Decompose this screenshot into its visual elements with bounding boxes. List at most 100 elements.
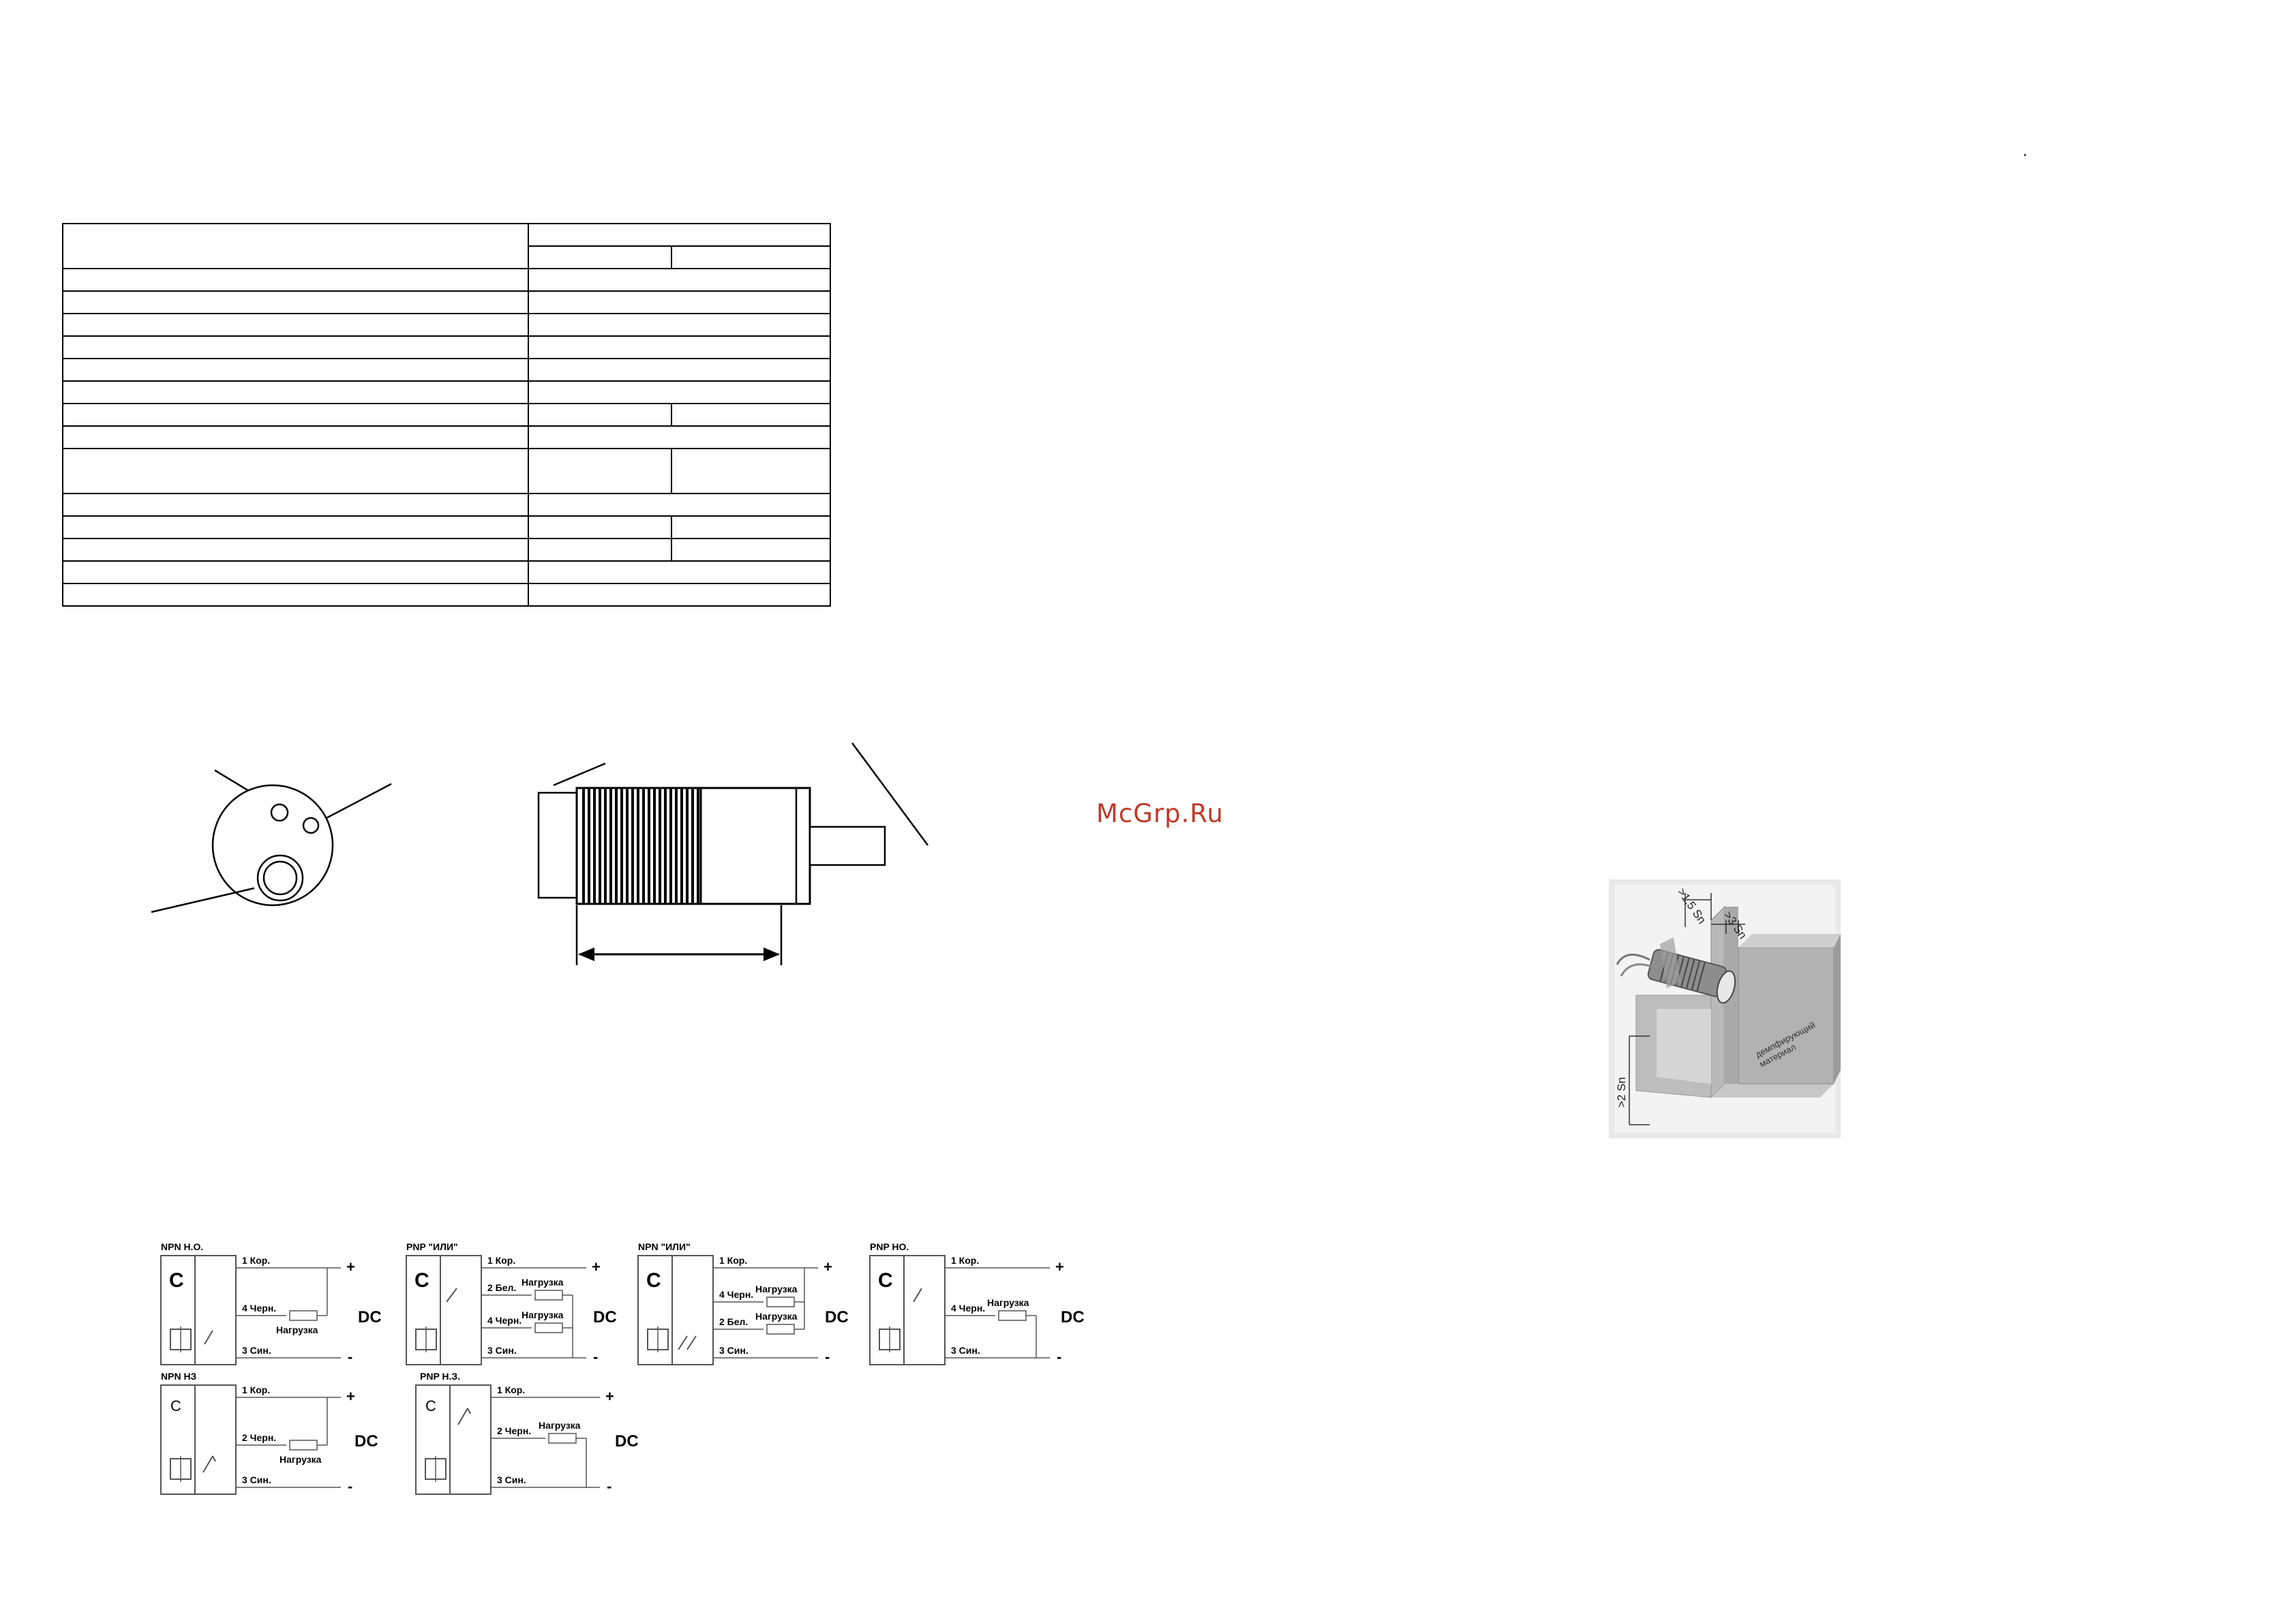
diagram-title: PNP "ИЛИ" bbox=[406, 1241, 458, 1252]
block-letter: C bbox=[169, 1269, 184, 1292]
dim-left: >2 Sn bbox=[1615, 1077, 1628, 1108]
wire-label: 4 Черн. bbox=[242, 1303, 276, 1314]
diagram-npn-or: NPN "ИЛИ" C 1 Кор. 4 Черн. Нагрузка 2 Бе… bbox=[637, 1241, 849, 1365]
wire-label: 1 Кор. bbox=[242, 1255, 270, 1266]
dc-label: DC bbox=[615, 1432, 639, 1451]
table-row bbox=[62, 268, 831, 292]
table-row bbox=[62, 358, 831, 382]
wire-label: 3 Син. bbox=[497, 1474, 526, 1485]
wiring-diagrams: NPN Н.О. C 1 Кор. 4 Черн. Нагрузка 3 Син… bbox=[160, 1241, 1085, 1495]
wire-label: 1 Кор. bbox=[719, 1255, 747, 1266]
sensor-side-view bbox=[537, 742, 929, 965]
diagram-npn-no: NPN Н.О. C 1 Кор. 4 Черн. Нагрузка 3 Син… bbox=[160, 1241, 382, 1365]
plus-sign: + bbox=[1055, 1258, 1064, 1275]
wire-label: 3 Син. bbox=[487, 1345, 517, 1356]
minus-sign: - bbox=[1057, 1348, 1061, 1365]
thread-line bbox=[582, 788, 585, 904]
load-label: Нагрузка bbox=[987, 1297, 1029, 1308]
table-row bbox=[62, 335, 831, 359]
table-cell bbox=[62, 223, 529, 269]
thread-line bbox=[637, 788, 639, 904]
thread-line bbox=[626, 788, 629, 904]
thread-line bbox=[648, 788, 650, 904]
wire-label: 1 Кор. bbox=[951, 1255, 979, 1266]
block-letter: C bbox=[170, 1397, 181, 1414]
table-cell bbox=[528, 245, 672, 269]
thread-line bbox=[659, 788, 661, 904]
wire-label: 3 Син. bbox=[242, 1474, 271, 1485]
table-row bbox=[62, 493, 831, 517]
block-letter: C bbox=[878, 1269, 893, 1292]
thread-line bbox=[697, 788, 699, 904]
thread-line bbox=[620, 788, 623, 904]
table-row bbox=[62, 403, 831, 427]
diagram-npn-nc: NPN НЗ C 1 Кор. 2 Черн. Нагрузка 3 Син. … bbox=[160, 1371, 378, 1495]
plus-sign: + bbox=[592, 1258, 601, 1275]
minus-sign: - bbox=[348, 1478, 352, 1495]
load-label: Нагрузка bbox=[539, 1420, 581, 1431]
table-row bbox=[62, 538, 831, 562]
table-row bbox=[62, 425, 831, 449]
mounting-illustration: >1,5 Sn >3 Sn >2 Sn демпфирующий материа… bbox=[1609, 879, 1841, 1138]
thread-line bbox=[675, 788, 678, 904]
table-row bbox=[62, 290, 831, 314]
load-label: Нагрузка bbox=[522, 1309, 564, 1320]
wire-label: 2 Бел. bbox=[719, 1316, 748, 1327]
wire-label: 3 Син. bbox=[719, 1345, 749, 1356]
thread-line bbox=[686, 788, 689, 904]
plus-sign: + bbox=[346, 1258, 355, 1275]
table-row bbox=[62, 448, 831, 494]
load-label: Нагрузка bbox=[755, 1311, 798, 1322]
load-label: Нагрузка bbox=[755, 1284, 798, 1294]
dc-label: DC bbox=[354, 1432, 378, 1451]
dc-label: DC bbox=[358, 1308, 382, 1326]
plus-sign: + bbox=[605, 1388, 614, 1405]
block-letter: C bbox=[646, 1269, 661, 1292]
block-letter: C bbox=[425, 1397, 436, 1414]
thread-lines bbox=[582, 788, 699, 904]
wire-label: 3 Син. bbox=[242, 1345, 271, 1356]
wire-label: 2 Черн. bbox=[497, 1425, 531, 1436]
thread-line bbox=[593, 788, 596, 904]
diagram-pnp-or: PNP "ИЛИ" C 1 Кор. 2 Бел. Нагрузка 4 Чер… bbox=[406, 1241, 617, 1365]
diagram-pnp-nc: PNP Н.З. C 1 Кор. 2 Черн. Нагрузка 3 Син… bbox=[415, 1371, 639, 1495]
wire-label: 2 Черн. bbox=[242, 1432, 276, 1443]
table-row bbox=[62, 583, 831, 607]
load-label: Нагрузка bbox=[522, 1277, 564, 1288]
load-label: Нагрузка bbox=[276, 1324, 318, 1335]
table-row bbox=[62, 313, 831, 337]
minus-sign: - bbox=[593, 1348, 598, 1365]
table-row bbox=[62, 515, 831, 539]
diagram-title: PNP НО. bbox=[870, 1241, 909, 1252]
dc-label: DC bbox=[593, 1308, 617, 1326]
thread-line bbox=[615, 788, 618, 904]
table-cell bbox=[528, 223, 831, 247]
minus-sign: - bbox=[607, 1478, 611, 1495]
thread-line bbox=[691, 788, 694, 904]
thread-line bbox=[604, 788, 607, 904]
dc-label: DC bbox=[825, 1308, 849, 1326]
speck-dot bbox=[2024, 154, 2026, 156]
table-row bbox=[62, 560, 831, 584]
diagram-title: NPN НЗ bbox=[161, 1371, 197, 1382]
minus-sign: - bbox=[825, 1348, 830, 1365]
wire-label: 3 Син. bbox=[951, 1345, 980, 1356]
thread-line bbox=[669, 788, 672, 904]
minus-sign: - bbox=[348, 1348, 352, 1365]
thread-line bbox=[609, 788, 612, 904]
diagram-title: NPN Н.О. bbox=[161, 1241, 203, 1252]
wire-label: 4 Черн. bbox=[951, 1303, 985, 1314]
table-cell bbox=[671, 245, 831, 269]
wire-label: 1 Кор. bbox=[497, 1384, 525, 1395]
wire-label: 4 Черн. bbox=[487, 1315, 522, 1326]
diagram-pnp-no: PNP НО. C 1 Кор. 4 Черн. Нагрузка 3 Син.… bbox=[869, 1241, 1085, 1365]
block-letter: C bbox=[414, 1269, 429, 1292]
table-row bbox=[62, 380, 831, 404]
thread-line bbox=[664, 788, 667, 904]
thread-line bbox=[599, 788, 601, 904]
plus-sign: + bbox=[346, 1388, 355, 1405]
diagram-title: NPN "ИЛИ" bbox=[638, 1241, 691, 1252]
dc-label: DC bbox=[1061, 1308, 1085, 1326]
thread-line bbox=[653, 788, 656, 904]
thread-line bbox=[631, 788, 634, 904]
